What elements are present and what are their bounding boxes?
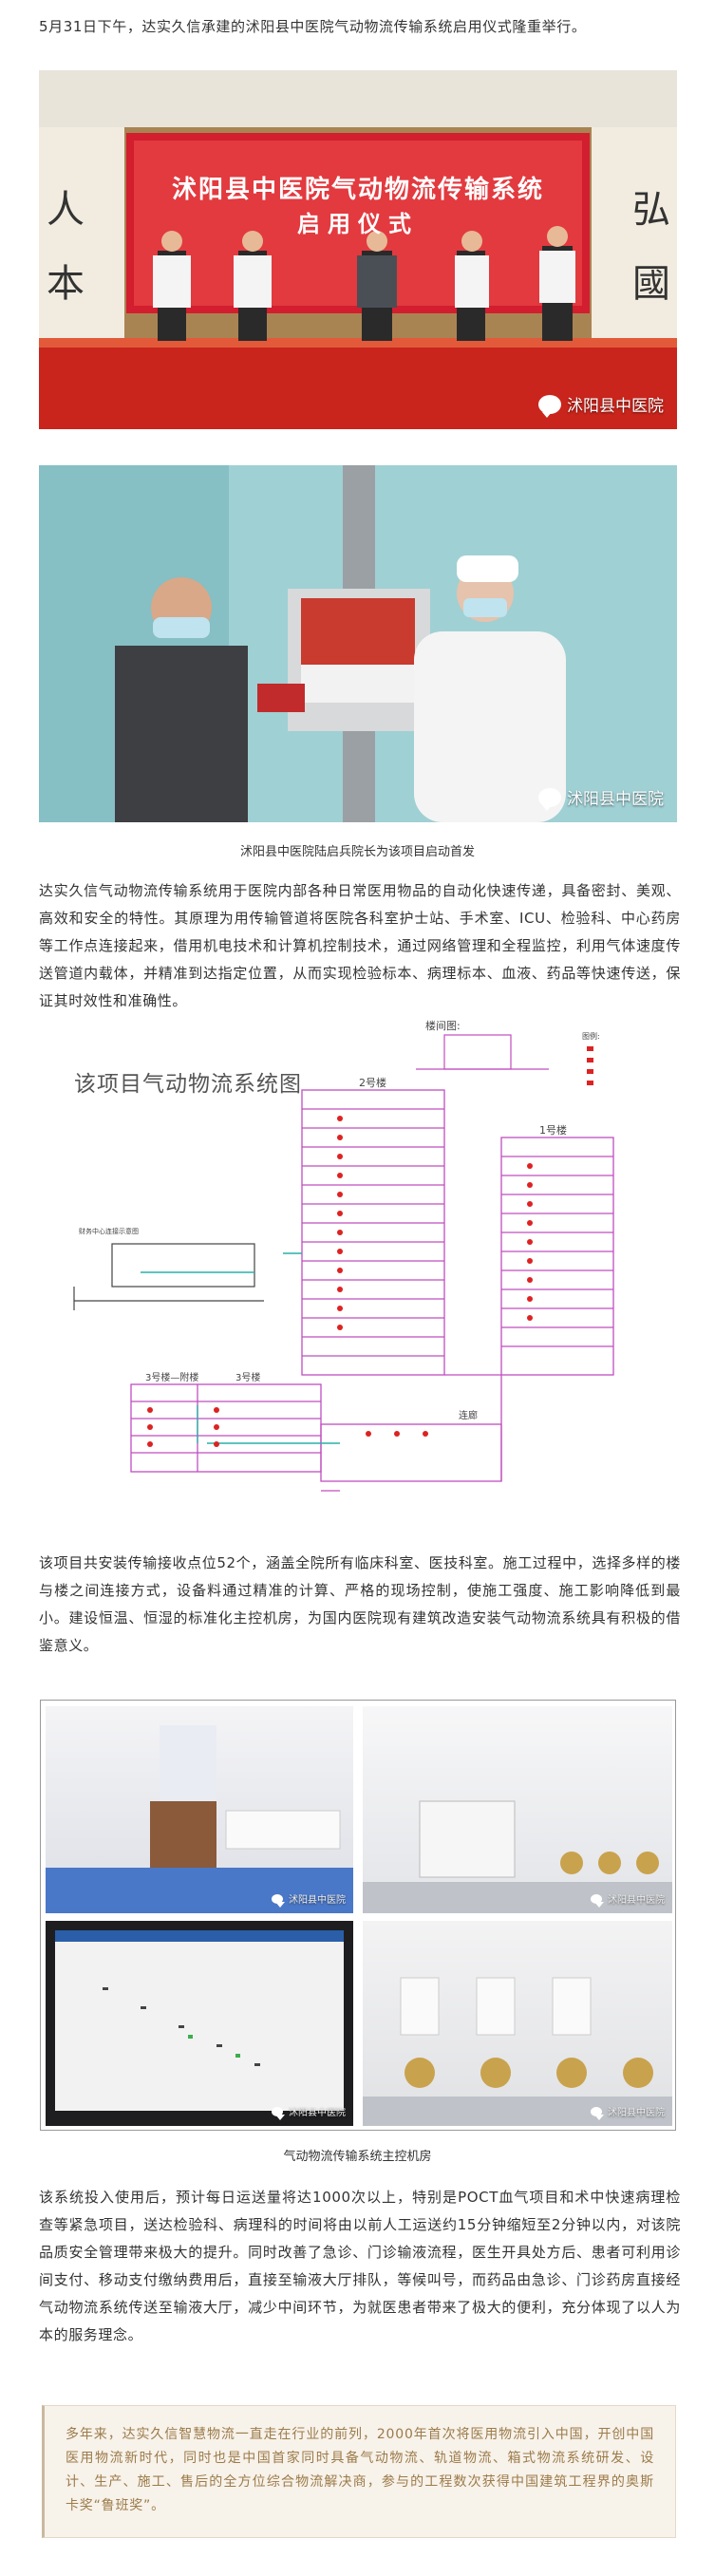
watermark: 沭阳县中医院 (272, 1891, 346, 1908)
control-room-photo-3: 沭阳县中医院 (46, 1921, 353, 2126)
wechat-icon (538, 787, 561, 811)
diagram-legend-title: 图例: (582, 1032, 600, 1041)
diagram-title: 该项目气动物流系统图 (74, 1072, 302, 1097)
diagram-top-label: 楼间图: (425, 1020, 461, 1032)
building-3-annex-label: 3号楼—附楼 (145, 1373, 199, 1383)
room-illustration-4 (363, 1977, 672, 2126)
watermark: 沭阳县中医院 (538, 785, 664, 811)
room-illustration-2 (363, 1800, 672, 1913)
center-connection-label: 财务中心连接示意图 (79, 1228, 139, 1235)
system-description-paragraph: 达实久信气动物流传输系统用于医院内部各种日常医用物品的自动化快速传递，具备密封、… (39, 882, 681, 1009)
monitor-illustration (55, 1930, 344, 2111)
photo-caption: 沭阳县中医院陆启兵院长为该项目启动首发 (239, 845, 475, 859)
building-2-label: 2号楼 (359, 1077, 386, 1089)
launch-illustration (39, 465, 677, 822)
screen-subtitle: 启用仪式 (297, 211, 419, 237)
control-room-photo-2: 沭阳县中医院 (363, 1706, 672, 1913)
room-illustration-1 (46, 1725, 353, 1913)
project-paragraph: 该项目共安装传输接收点位52个，涵盖全院所有临床科室、医技科室。施工过程中，选择… (39, 1554, 681, 1654)
control-room-photo-1: 沭阳县中医院 (46, 1706, 353, 1913)
launch-photo: 沭阳县中医院 (39, 465, 677, 822)
control-room-photo-grid: 沭阳县中医院 沭阳县中医院 沭阳县中医院 (40, 1700, 676, 2131)
ceremony-photo: 沭阳县中医院气动物流传输系统 启用仪式 人本 弘國 沭阳县中医院 (39, 70, 677, 429)
wall-right-text: 弘國 (632, 188, 670, 306)
wall-left-text: 人本 (47, 188, 85, 306)
photo-grid-caption: 气动物流传输系统主控机房 (283, 2150, 432, 2164)
watermark: 沭阳县中医院 (272, 2104, 346, 2120)
benefits-paragraph: 该系统投入使用后，预计每日运送量将达1000次以上，特别是POCT血气项目和术中… (39, 2189, 681, 2343)
company-quote-box: 多年来，达实久信智慧物流一直走在行业的前列，2000年首次将医用物流引入中国，开… (42, 2405, 676, 2538)
watermark: 沭阳县中医院 (591, 1891, 665, 1908)
system-diagram: 该项目气动物流系统图 楼间图: 图例: 2号楼 1号楼 3号楼—附楼 3号楼 连… (55, 1020, 625, 1508)
intro-paragraph: 5月31日下午，达实久信承建的沭阳县中医院气动物流传输系统启用仪式隆重举行。 (39, 18, 587, 35)
building-1-label: 1号楼 (539, 1124, 567, 1137)
wechat-icon (538, 394, 561, 418)
watermark: 沭阳县中医院 (538, 392, 664, 418)
company-quote-text: 多年来，达实久信智慧物流一直走在行业的前列，2000年首次将医用物流引入中国，开… (66, 2427, 654, 2513)
building-3-label: 3号楼 (235, 1373, 261, 1383)
ceremony-illustration (39, 70, 677, 429)
corridor-label: 连廊 (459, 1411, 478, 1421)
watermark: 沭阳县中医院 (591, 2104, 665, 2120)
pneumatic-tube-diagram (73, 1034, 614, 1492)
screen-title: 沭阳县中医院气动物流传输系统 (171, 176, 544, 204)
control-room-photo-4: 沭阳县中医院 (363, 1921, 672, 2126)
